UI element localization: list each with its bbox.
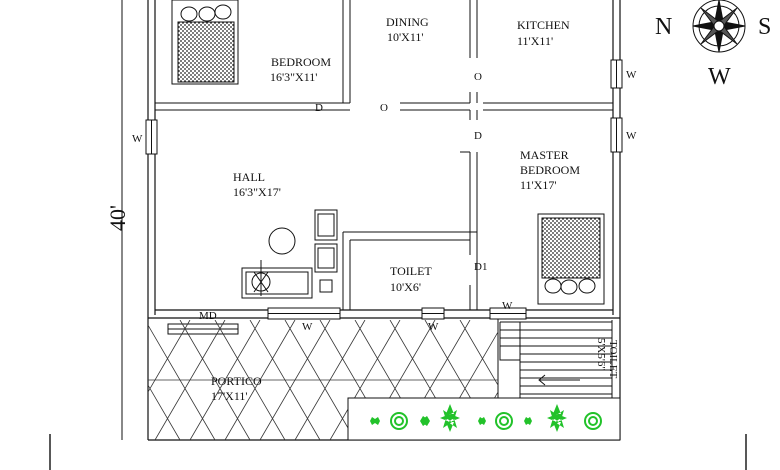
bedroom-name: BEDROOM <box>271 55 331 69</box>
window-mark-kitchen: W <box>626 69 637 81</box>
door-mark-master: D <box>474 130 482 142</box>
portico-size: 17'X11' <box>211 389 248 403</box>
window-mark-hall: W <box>132 133 143 145</box>
toilet-size: 10'X6' <box>390 280 421 294</box>
openings <box>145 59 623 335</box>
bedroom-size: 16'3"X11' <box>270 70 317 84</box>
dining-name: DINING <box>386 15 429 29</box>
compass-w: W <box>708 64 731 90</box>
kitchen-size: 11'X11' <box>517 34 553 48</box>
portico-name: PORTICO <box>211 374 262 388</box>
kitchen-name: KITCHEN <box>517 18 570 32</box>
bed-master <box>537 213 605 305</box>
sofa-set <box>241 209 338 299</box>
opening-mark-kitchen: O <box>474 71 482 83</box>
stair-toilet-size: 5'X5'6" <box>595 338 607 371</box>
main-door-mark: MD <box>199 310 217 322</box>
opening-mark-dining: O <box>380 102 388 114</box>
compass-n: N <box>655 14 672 40</box>
stair-toilet-name: TOILET <box>607 340 619 379</box>
compass-icon <box>692 0 746 53</box>
hall-name: HALL <box>233 170 265 184</box>
master-name-2: BEDROOM <box>520 163 580 177</box>
window-mark-master: W <box>626 130 637 142</box>
door-mark-toilet: D1 <box>474 261 487 273</box>
window-mark-front-2: W <box>428 321 439 333</box>
depth-label: 40' <box>105 205 130 231</box>
compass-s: S <box>758 14 771 40</box>
planter <box>347 397 621 441</box>
bed-top <box>171 0 239 85</box>
master-size: 11'X17' <box>520 178 557 192</box>
staircase <box>499 320 613 398</box>
window-mark-front-3: W <box>502 300 513 312</box>
master-name-1: MASTER <box>520 148 569 162</box>
hall-size: 16'3"X17' <box>233 185 281 199</box>
dining-size: 10'X11' <box>387 30 424 44</box>
depth-dimension: 40' <box>105 0 130 440</box>
door-mark-bedroom: D <box>315 102 323 114</box>
toilet-name: TOILET <box>390 264 432 278</box>
window-mark-front-1: W <box>302 321 313 333</box>
